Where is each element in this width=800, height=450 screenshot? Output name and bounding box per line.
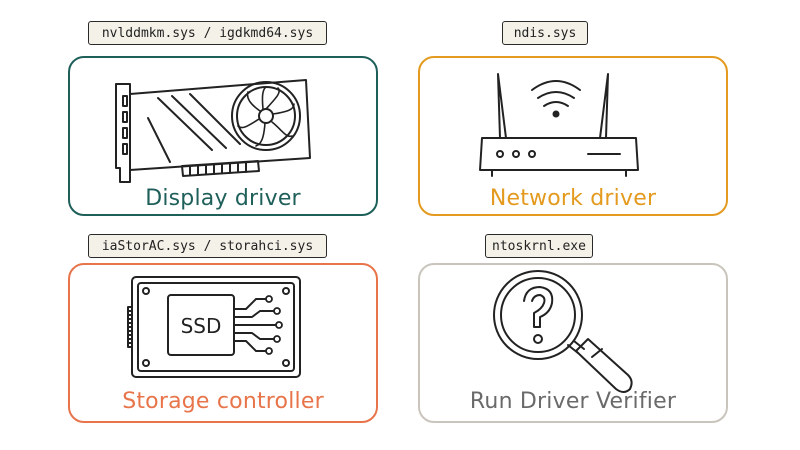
graphics-card-icon <box>115 79 311 183</box>
display-driver-card[interactable]: Display driver <box>68 56 378 216</box>
storage-controller-card[interactable]: SSD Storage controller <box>68 263 378 423</box>
ssd-icon: SSD <box>127 276 301 378</box>
display-driver-label: Display driver <box>145 186 301 211</box>
driver-verifier-card[interactable]: Run Driver Verifier <box>418 263 728 423</box>
driver-verifier-label: Run Driver Verifier <box>469 389 677 414</box>
network-driver-file-tag: ndis.sys <box>502 21 588 45</box>
display-driver-file-tag: nvlddmkm.sys / igdkmd64.sys <box>88 21 327 45</box>
ssd-label-text: SSD <box>181 314 222 338</box>
network-driver-label: Network driver <box>489 186 657 211</box>
network-driver-card[interactable]: Network driver <box>418 56 728 216</box>
storage-controller-label: Storage controller <box>122 389 324 414</box>
magnifier-question-icon <box>493 270 633 393</box>
storage-driver-file-tag: iaStorAC.sys / storahci.sys <box>88 234 327 258</box>
verifier-file-tag: ntoskrnl.exe <box>485 234 593 258</box>
router-icon <box>479 73 639 177</box>
